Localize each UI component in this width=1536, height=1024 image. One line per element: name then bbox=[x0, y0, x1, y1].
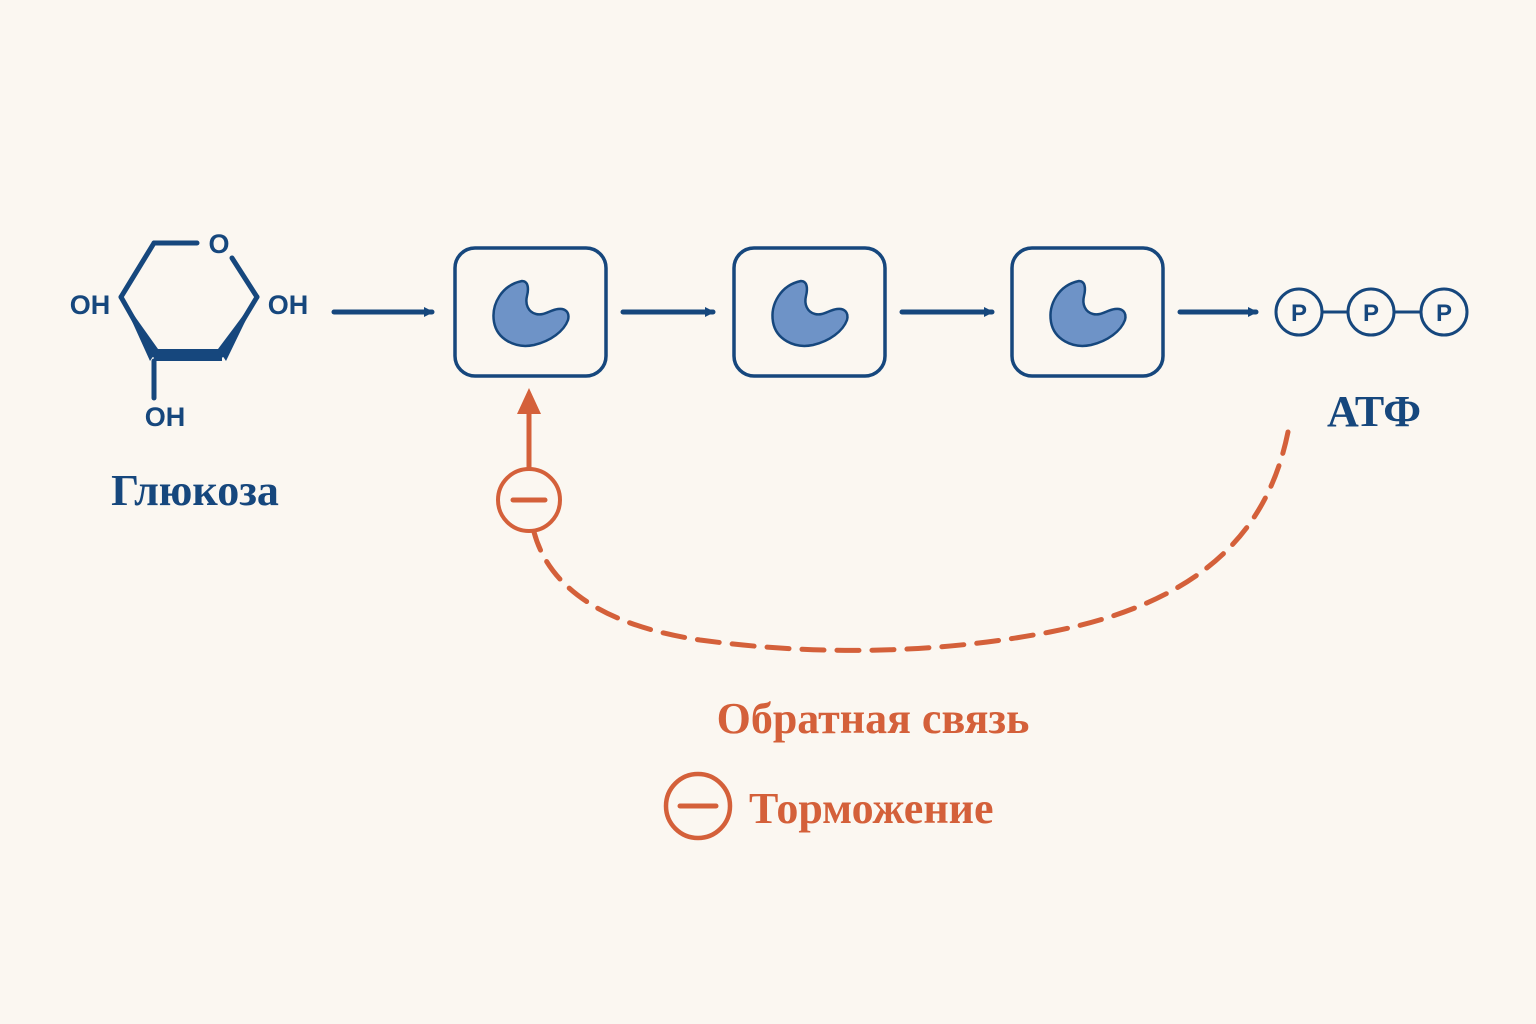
phosphate-label: P bbox=[1436, 300, 1452, 327]
hydroxyl-bottom-label: OH bbox=[145, 402, 186, 432]
glucose-label: Глюкоза bbox=[111, 466, 279, 515]
hydroxyl-left-label: OH bbox=[70, 290, 111, 320]
enzyme-icon bbox=[771, 279, 849, 348]
glucose-wedge-left bbox=[121, 297, 158, 361]
atp-phosphate-chain: P P P bbox=[1274, 287, 1469, 337]
glucose-front-bond bbox=[154, 349, 222, 361]
ring-oxygen-label: O bbox=[208, 229, 229, 259]
feedback-dashed-curve bbox=[531, 429, 1291, 653]
enzyme-box-3 bbox=[1010, 246, 1165, 378]
phosphate-circle bbox=[1274, 287, 1324, 337]
enzyme-icon bbox=[1049, 279, 1127, 348]
inhibition-node-icon bbox=[496, 467, 562, 533]
inhibition-label: Торможение bbox=[749, 784, 994, 833]
feedback-title: Обратная связь bbox=[717, 694, 1030, 743]
phosphate-circle bbox=[1346, 287, 1396, 337]
glucose-molecule: O OH OH OH bbox=[70, 229, 309, 432]
enzyme-box-1 bbox=[453, 246, 608, 378]
feedback-arrowhead bbox=[517, 388, 541, 414]
phosphate-label: P bbox=[1291, 300, 1307, 327]
hydroxyl-right-label: OH bbox=[268, 290, 309, 320]
minus-circle-icon bbox=[663, 771, 733, 841]
phosphate-circle bbox=[1419, 287, 1469, 337]
atp-label: АТФ bbox=[1327, 387, 1421, 436]
enzyme-icon bbox=[492, 279, 570, 348]
glucose-wedge-right bbox=[218, 297, 257, 361]
phosphate-label: P bbox=[1363, 300, 1379, 327]
enzyme-box-2 bbox=[732, 246, 887, 378]
